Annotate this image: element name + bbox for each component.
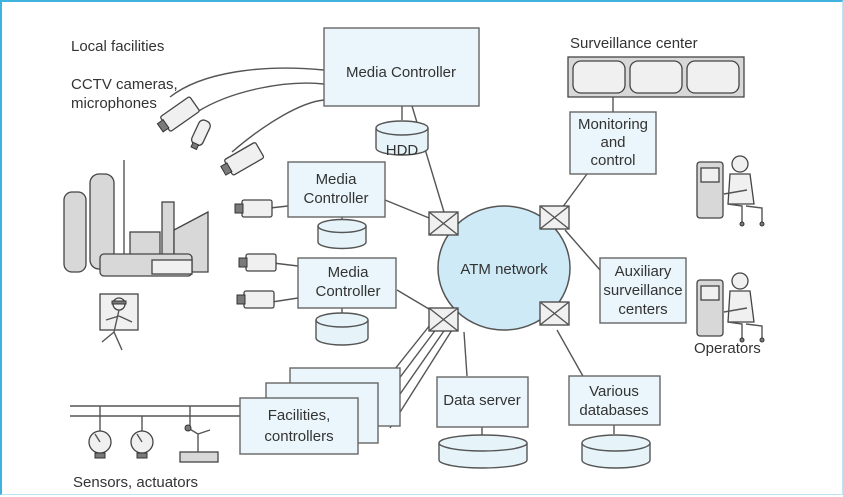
- media-controller-b-line2: Controller: [315, 283, 380, 300]
- monitoring-line1: Monitoring: [578, 116, 648, 133]
- auxiliary-line3: centers: [618, 301, 667, 318]
- cctv-camera-icon: [156, 96, 200, 133]
- cctv-camera-icon: [234, 199, 273, 218]
- various-line1: Various: [589, 383, 639, 400]
- hdd-disk: [375, 120, 429, 156]
- atm-network-label: ATM network: [460, 261, 548, 278]
- cctv-camera-icon: [220, 142, 265, 176]
- various-databases-box: [568, 375, 661, 426]
- gauge-icon: [88, 430, 112, 459]
- factory-plant-icon: [63, 160, 209, 277]
- data-server-box: [436, 376, 529, 428]
- microphone-icon: [190, 119, 211, 151]
- operator-workstation-icon: [696, 155, 765, 227]
- media-controller-a-line1: Media: [316, 171, 358, 188]
- monitoring-line3: control: [590, 152, 635, 169]
- atm-switch-top-right: [539, 205, 570, 230]
- gauge-icon: [130, 430, 154, 459]
- cctv-label-line2: microphones: [71, 95, 157, 112]
- facilities-line1: Facilities,: [268, 407, 331, 424]
- monitoring-line2: and: [600, 134, 625, 151]
- atm-switch-top-left: [428, 211, 459, 236]
- auxiliary-centers-box: [599, 257, 687, 324]
- media-controller-main-box: [323, 27, 480, 107]
- data-server-label: Data server: [443, 392, 521, 409]
- media-controller-b-box: [297, 257, 397, 309]
- atm-switch-bottom-right: [539, 301, 570, 326]
- various-line2: databases: [579, 402, 648, 419]
- cctv-camera-icon: [236, 290, 275, 309]
- hdd-label: HDD: [386, 142, 419, 159]
- facilities-line2: controllers: [264, 428, 333, 445]
- facilities-box: [239, 397, 359, 455]
- media-controller-main-label: Media Controller: [346, 64, 456, 81]
- cctv-camera-icon: [238, 253, 277, 272]
- media-controller-a-box: [287, 161, 386, 218]
- surveillance-center-label: Surveillance center: [570, 35, 698, 52]
- robot-arm-icon: [179, 424, 219, 463]
- cctv-label-line1: CCTV cameras,: [71, 76, 178, 93]
- various-databases-disk: [581, 434, 651, 469]
- local-facilities-label: Local facilities: [71, 38, 164, 55]
- intruder-icon: [99, 293, 139, 351]
- media-controller-b-disk: [315, 312, 369, 346]
- auxiliary-line1: Auxiliary: [615, 263, 672, 280]
- monitoring-control-box: [569, 111, 657, 175]
- monitor-wall-icon: [567, 56, 745, 98]
- atm-network-cloud: [437, 205, 571, 331]
- media-controller-a-disk: [317, 218, 367, 250]
- media-controller-b-line1: Media: [328, 264, 370, 281]
- operators-label: Operators: [694, 340, 761, 357]
- atm-switch-bottom-left: [428, 307, 459, 332]
- operator-workstation-icon: [696, 272, 765, 343]
- data-server-disk: [438, 434, 528, 469]
- auxiliary-line2: surveillance: [603, 282, 682, 299]
- sensors-actuators-label: Sensors, actuators: [73, 474, 198, 491]
- media-controller-a-line2: Controller: [303, 190, 368, 207]
